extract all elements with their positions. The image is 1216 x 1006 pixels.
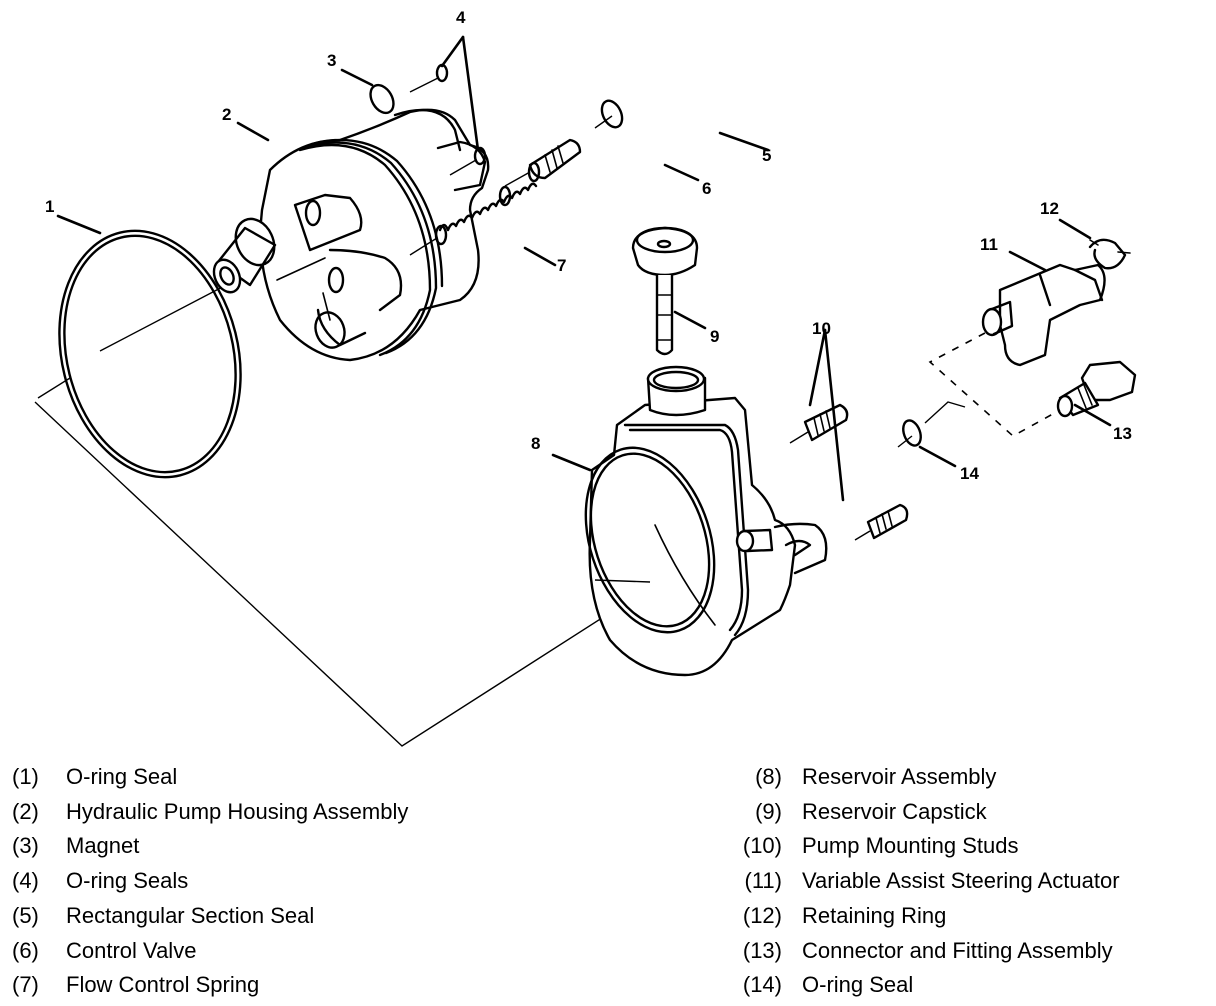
- callout-10: 10: [812, 319, 831, 338]
- callout-9: 9: [710, 327, 719, 346]
- legend-label: Control Valve: [66, 937, 197, 963]
- part-5-rectangular-seal: [594, 99, 624, 129]
- legend-number: (6): [12, 937, 39, 963]
- part-8-reservoir: [584, 365, 828, 677]
- callout-7: 7: [557, 256, 566, 275]
- legend-item: (11) Variable Assist Steering Actuator: [728, 864, 1120, 899]
- part-9-capstick: [631, 226, 699, 356]
- legend-label: O-ring Seal: [802, 972, 914, 998]
- callout-2: 2: [222, 105, 231, 124]
- legend-label: Reservoir Capstick: [802, 798, 987, 824]
- callout-3: 3: [327, 51, 336, 70]
- legend-label: Pump Mounting Studs: [802, 833, 1019, 859]
- legend-label: Connector and Fitting Assembly: [802, 937, 1113, 963]
- callout-5: 5: [762, 146, 771, 165]
- legend-label: Retaining Ring: [802, 902, 947, 928]
- legend-left-column: (1) O-ring Seal (2) Hydraulic Pump Housing…: [12, 760, 408, 1003]
- callout-leaders: [56, 35, 1112, 502]
- legend-number: (2): [12, 798, 39, 824]
- legend-item: (1) O-ring Seal: [12, 760, 408, 795]
- legend-label: Hydraulic Pump Housing Assembly: [66, 798, 409, 824]
- legend-label: Reservoir Assembly: [802, 764, 997, 789]
- callout-12: 12: [1040, 199, 1059, 218]
- exploded-parts-diagram: 1 2 3 4 5 6 7 8 9 10 11 12 13 14: [34, 8, 1137, 747]
- part-10-mounting-studs: [789, 403, 909, 541]
- legend-item: (5) Rectangular Section Seal: [12, 899, 408, 934]
- legend-number: (9): [755, 798, 782, 824]
- legend-label: Rectangular Section Seal: [66, 902, 315, 928]
- callout-6: 6: [702, 179, 711, 198]
- legend-item: (9) Reservoir Capstick: [728, 795, 1120, 830]
- part-11-actuator: [981, 263, 1106, 367]
- callout-14: 14: [960, 464, 979, 483]
- legend-label: Magnet: [66, 833, 140, 859]
- legend-number: (12): [742, 902, 782, 928]
- legend-number: (1): [12, 764, 39, 789]
- legend-number: (7): [12, 972, 39, 998]
- legend-number: (10): [742, 833, 782, 859]
- assembly-dashed-line: [928, 332, 1061, 437]
- legend-label: O-ring Seals: [66, 868, 189, 894]
- legend-item: (3) Magnet: [12, 829, 408, 864]
- callout-13: 13: [1113, 424, 1132, 443]
- legend-number: (14): [742, 972, 782, 998]
- legend-number: (13): [742, 937, 782, 963]
- callout-11: 11: [980, 235, 998, 254]
- legend-item: (6) Control Valve: [12, 934, 408, 969]
- part-14-o-ring-seal: [897, 419, 922, 448]
- legend-number: (4): [12, 868, 39, 894]
- part-2-pump-housing: [212, 108, 490, 362]
- legend-right-column: (8) Reservoir Assembly (9) Reservoir Capst…: [728, 760, 1120, 1003]
- legend-item: (13) Connector and Fitting Assembly: [728, 934, 1120, 969]
- part-7-flow-control-spring: [409, 182, 538, 256]
- legend-item: (8) Reservoir Assembly: [728, 760, 1120, 795]
- legend-item: (12) Retaining Ring: [728, 899, 1120, 934]
- part-3-magnet: [369, 83, 395, 115]
- callout-8: 8: [531, 434, 540, 453]
- part-1-o-ring-seal: [37, 229, 242, 479]
- legend-item: (2) Hydraulic Pump Housing Assembly: [12, 795, 408, 830]
- assembly-baseline: [34, 401, 656, 747]
- legend-label: Flow Control Spring: [66, 972, 260, 998]
- legend-item: (4) O-ring Seals: [12, 864, 408, 899]
- part-12-retaining-ring: [1088, 238, 1131, 270]
- assembly-line-14: [924, 401, 966, 424]
- legend-number: (8): [755, 764, 782, 789]
- callout-1: 1: [45, 197, 54, 216]
- part-13-connector-fitting: [1056, 360, 1137, 418]
- part-4-o-ring-seals: [409, 63, 487, 176]
- legend-number: (3): [12, 833, 39, 859]
- legend-item: (14) O-ring Seal: [728, 968, 1120, 1003]
- part-6-control-valve: [504, 138, 582, 187]
- legend-number: (5): [12, 902, 39, 928]
- legend-item: (10) Pump Mounting Studs: [728, 829, 1120, 864]
- legend-label: Variable Assist Steering Actuator: [802, 868, 1120, 894]
- legend-item: (7) Flow Control Spring: [12, 968, 408, 1003]
- legend-label: O-ring Seal: [66, 764, 178, 789]
- legend-number: (11): [744, 868, 783, 894]
- callout-4: 4: [456, 8, 466, 27]
